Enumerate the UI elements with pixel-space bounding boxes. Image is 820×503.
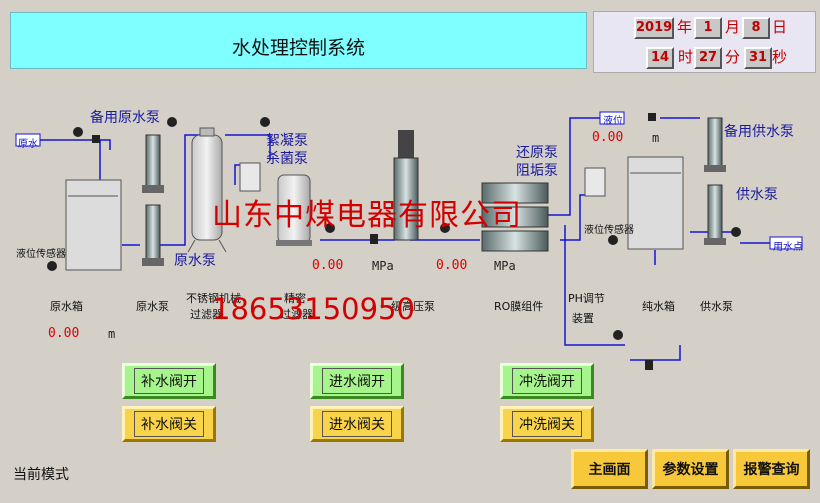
flush-valve-close-button[interactable]: 冲洗阀关 (500, 406, 594, 442)
sterilize-pump-label: 杀菌泵 (266, 151, 308, 167)
current-mode-label: 当前模式 (13, 467, 69, 483)
backup-raw-pump-label: 备用原水泵 (90, 110, 160, 126)
raw-tank-label: 原水箱 (50, 300, 83, 313)
date-time-panel: 2019 年 1 月 8 日 14 时 27 分 31 秒 (593, 11, 816, 73)
second-value: 31 (744, 47, 772, 69)
day-value: 8 (742, 17, 770, 39)
supply-pump-icon (704, 184, 726, 245)
backup-raw-pump-icon (142, 134, 164, 193)
supply-pump-main-label: 供水泵 (736, 187, 778, 203)
pure-tank-level-value: 0.00 (592, 130, 624, 145)
inlet-valve-open-button[interactable]: 进水阀开 (310, 363, 404, 399)
inlet-valve-close-label: 进水阀关 (322, 411, 392, 437)
high-pressure-pump-label: 一级高压泵 (380, 300, 435, 313)
month-unit: 月 (725, 18, 741, 36)
title-bar: 水处理控制系统 (10, 12, 587, 69)
fill-valve-open-button[interactable]: 补水阀开 (122, 363, 216, 399)
inlet-valve-close-button[interactable]: 进水阀关 (310, 406, 404, 442)
param-settings-button[interactable]: 参数设置 (652, 449, 729, 489)
hour-value: 14 (646, 47, 674, 69)
stainless-filter-label-2: 过滤器 (190, 308, 223, 321)
ro-module-icon (481, 182, 549, 252)
supply-outlet-label: 用水点 (773, 242, 803, 253)
coagulant-pump-label: 絮凝泵 (266, 133, 308, 149)
valve-icons (47, 113, 741, 370)
level-box-label: 液位 (603, 116, 623, 127)
backup-supply-pump-icon (704, 117, 726, 172)
backup-supply-pump-label: 备用供水泵 (724, 124, 794, 140)
precision-filter-label-2: 过滤器 (280, 308, 313, 321)
year-unit: 年 (677, 18, 693, 36)
hour-unit: 时 (678, 48, 694, 66)
ph-adjust-label-2: 装置 (572, 312, 594, 325)
stainless-filter-icon (187, 127, 227, 253)
precision-filter-icon (276, 174, 312, 246)
pressure-2-unit: MPa (494, 259, 516, 273)
supply-pump-label: 供水泵 (700, 300, 733, 313)
pressure-1-unit: MPa (372, 259, 394, 273)
raw-water-inlet (15, 133, 41, 147)
ph-adjust-label: PH调节 (568, 292, 605, 305)
ro-module-label: RO膜组件 (494, 300, 544, 313)
flush-valve-close-label: 冲洗阀关 (512, 411, 582, 437)
raw-water-tank (65, 179, 122, 271)
main-screen-button[interactable]: 主画面 (571, 449, 648, 489)
precision-filter-label: 精密 (284, 292, 306, 305)
minute-value: 27 (694, 47, 722, 69)
raw-tank-level-unit: m (108, 327, 116, 341)
level-sensor-2-label: 液位传感器 (584, 225, 634, 236)
pressure-1-value: 0.00 (312, 258, 344, 273)
alarm-query-button[interactable]: 报警查询 (733, 449, 810, 489)
raw-water-inlet-label: 原水 (18, 139, 38, 150)
second-unit: 秒 (772, 48, 788, 66)
stainless-filter-label: 不锈钢机械 (186, 292, 241, 305)
pure-water-tank (627, 156, 684, 250)
pressure-2-value: 0.00 (436, 258, 468, 273)
inlet-valve-open-label: 进水阀开 (322, 368, 392, 394)
day-unit: 日 (772, 18, 788, 36)
reducing-dosing-tank (584, 167, 606, 197)
raw-pump-label: 原水泵 (136, 300, 169, 313)
reduce-pump-label: 还原泵 (516, 145, 558, 161)
high-pressure-pump-icon (393, 130, 419, 241)
page-title: 水处理控制系统 (231, 37, 365, 59)
raw-pump-main-label: 原水泵 (174, 253, 216, 269)
fill-valve-open-label: 补水阀开 (134, 368, 204, 394)
raw-pump-icon (142, 204, 164, 266)
pure-tank-label: 纯水箱 (642, 300, 675, 313)
scale-pump-label: 阻垢泵 (516, 163, 558, 179)
month-value: 1 (694, 17, 722, 39)
fill-valve-close-button[interactable]: 补水阀关 (122, 406, 216, 442)
minute-unit: 分 (725, 48, 741, 66)
raw-tank-level-value: 0.00 (48, 326, 80, 341)
level-indicator-box (599, 111, 625, 125)
coagulant-dosing-tank (239, 162, 261, 192)
year-value: 2019 (634, 17, 674, 39)
watermark-phone: 18653150950 (212, 292, 415, 326)
level-sensor-1-label: 液位传感器 (16, 249, 66, 260)
supply-outlet (769, 236, 803, 250)
watermark-company: 山东中煤电器有限公司 (212, 198, 522, 233)
fill-valve-close-label: 补水阀关 (134, 411, 204, 437)
flush-valve-open-button[interactable]: 冲洗阀开 (500, 363, 594, 399)
pure-tank-level-unit: m (652, 131, 660, 145)
flush-valve-open-label: 冲洗阀开 (512, 368, 582, 394)
